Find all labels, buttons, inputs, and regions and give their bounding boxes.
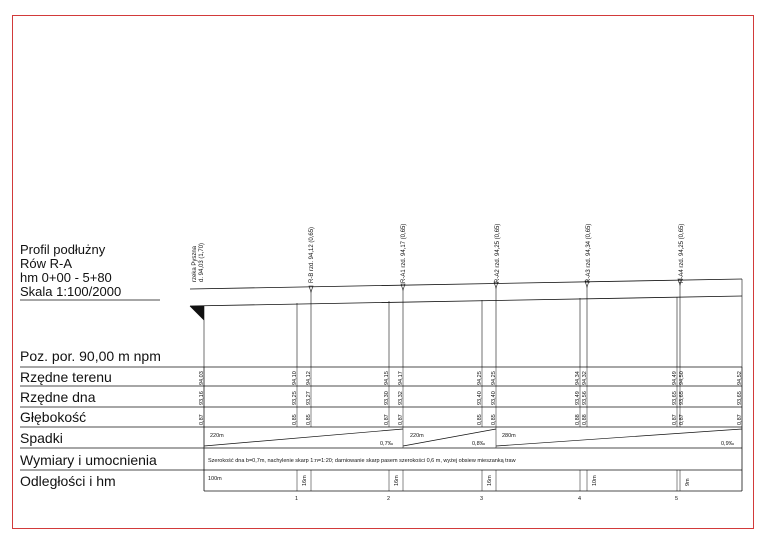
terrain-value: 94,17 [398, 371, 404, 385]
terrain-value: 94,25 [477, 371, 483, 385]
depth-value: 0,85 [477, 414, 483, 425]
row-label-dims: Wymiary i umocnienia [20, 452, 157, 468]
terrain-value: 94,10 [292, 371, 298, 385]
bottom-value: 93,32 [398, 391, 404, 405]
bottom-value: 93,40 [491, 391, 497, 405]
station-lines [203, 279, 743, 367]
depth-value: 0,88 [582, 414, 588, 425]
distance-segment: 10m [592, 475, 598, 486]
distance-first: 100m [208, 476, 222, 482]
culvert-markers [308, 278, 683, 293]
title-line-2: Rów R-A [20, 256, 72, 271]
terrain-value: 94,50 [679, 371, 685, 385]
bottom-line [189, 295, 743, 307]
slope-diagonals [203, 428, 743, 447]
row-label-dist: Odległości i hm [20, 473, 116, 489]
title-line-3: hm 0+00 - 5+80 [20, 270, 112, 285]
title-line-4: Skala 1:100/2000 [20, 284, 121, 299]
bottom-value: 93,65 [679, 391, 685, 405]
dims-text: Szerokość dna b=0,7m, nachylenie skarp 1… [208, 458, 516, 464]
table-grid [20, 366, 743, 492]
terrain-value: 94,32 [582, 371, 588, 385]
datum-label: Poz. por. 90,00 m npm [20, 348, 161, 364]
slope-length-1: 220m [210, 433, 224, 439]
label-river-sub: d. 94,03 (1,70) [199, 243, 205, 282]
row-label-depth: Głębokość [20, 409, 86, 425]
label-ra1: R-A1 rzd. 94,17 (0,65) [401, 224, 407, 283]
depth-value: 0,85 [491, 414, 497, 425]
bottom-value: 93,25 [292, 391, 298, 405]
bottom-value: 93,65 [737, 391, 743, 405]
label-river: rzeka Pyszna [192, 245, 198, 282]
depth-value: 0,87 [398, 414, 404, 425]
label-ra4: R-A4 rzd. 94,25 (0,65) [679, 224, 685, 283]
label-ra3: R-A3 rzd. 94,34 (0,65) [586, 224, 592, 283]
bottom-value: 93,27 [306, 391, 312, 405]
hm-marker: 3 [480, 496, 483, 502]
label-ra2: R-A2 rzd. 94,25 (0,65) [495, 224, 501, 283]
terrain-value: 94,15 [384, 371, 390, 385]
row-label-slopes: Spadki [20, 430, 63, 446]
depth-value: 0,85 [306, 414, 312, 425]
terrain-value: 94,49 [672, 371, 678, 385]
distance-segment: 16m [487, 475, 493, 486]
depth-value: 0,87 [199, 414, 205, 425]
depth-value: 0,88 [575, 414, 581, 425]
depth-value: 0,87 [679, 414, 685, 425]
river-bank-slope [189, 305, 205, 321]
terrain-value: 94,25 [491, 371, 497, 385]
bottom-value: 93,65 [672, 391, 678, 405]
slope-value-3: 0,9‰ [721, 441, 735, 447]
bottom-value: 93,49 [575, 391, 581, 405]
bottom-value: 93,30 [384, 391, 390, 405]
hm-marker: 2 [387, 496, 390, 502]
drawing-frame [12, 15, 754, 529]
slope-value-1: 0,7‰ [380, 441, 394, 447]
depth-value: 0,87 [384, 414, 390, 425]
hm-marker: 1 [295, 496, 298, 502]
terrain-value: 94,52 [737, 371, 743, 385]
bottom-value: 93,40 [477, 391, 483, 405]
label-rb: R-B rzd. 94,12 (0,65) [309, 227, 315, 283]
slope-length-2: 220m [410, 433, 424, 439]
terrain-value: 94,12 [306, 371, 312, 385]
depth-value: 0,85 [292, 414, 298, 425]
bottom-value: 93,16 [199, 391, 205, 405]
row-label-terrain: Rzędne terenu [20, 369, 112, 385]
row-label-bottom: Rzędne dna [20, 389, 96, 405]
slope-length-3: 280m [502, 433, 516, 439]
bottom-value: 93,56 [582, 391, 588, 405]
distance-segment: 16m [394, 475, 400, 486]
table-station-ticks [296, 367, 681, 491]
slope-value-2: 0,8‰ [472, 441, 486, 447]
terrain-value: 94,03 [199, 371, 205, 385]
distance-segment: 16m [302, 475, 308, 486]
depth-value: 0,87 [737, 414, 743, 425]
terrain-value: 94,34 [575, 371, 581, 385]
title-line-1: Profil podłużny [20, 242, 106, 257]
depth-value: 0,87 [672, 414, 678, 425]
hm-marker: 4 [578, 496, 581, 502]
terrain-line [189, 278, 743, 290]
hm-marker: 5 [675, 496, 678, 502]
distance-segment: 9m [685, 478, 691, 486]
